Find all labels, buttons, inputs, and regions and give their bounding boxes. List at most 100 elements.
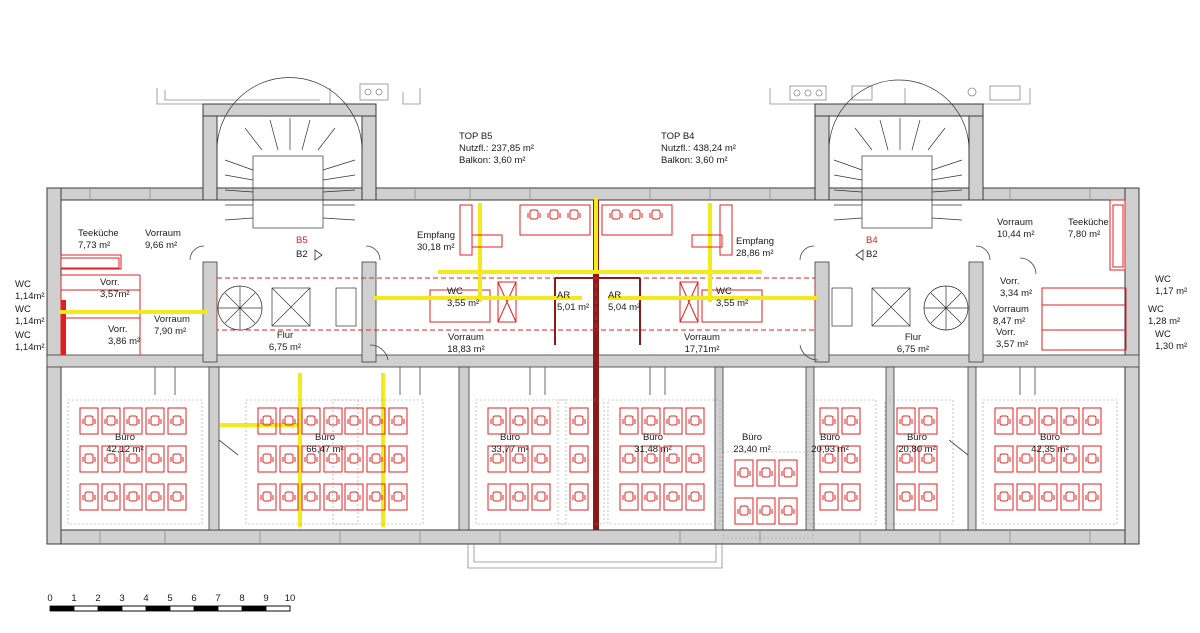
desks-buero-2a-chair [282,415,296,426]
desks-buero-2b-chair [369,453,383,464]
desks-buero-4-chair [622,491,636,502]
desks-buero-4-desk [641,407,661,435]
kitchen-counter-left [60,257,120,269]
desks-buero-1-chair [104,453,118,464]
desks-buero-2a-chair [260,491,274,502]
chair-meeting-right [609,209,623,220]
desks-buero-8-chair [1063,491,1077,502]
desks-buero-2b-chair [369,415,383,426]
room-label-buero-1-name: Büro [115,432,135,443]
desks-buero-8-chair [1019,453,1033,464]
desks-buero-2b-chair [391,415,405,426]
desks-buero-2b-desk [344,483,364,511]
desks-buero-5-desk [778,497,798,525]
desks-buero-2a-chair [282,491,296,502]
reception-desk-left [459,204,473,256]
desks-buero-1-chair [126,453,140,464]
scale-tick-label: 1 [71,593,76,604]
desks-buero-5-desk [734,497,754,525]
desks-buero-8-chair [1019,491,1033,502]
scale-segment [146,606,170,611]
room-label-vorr-l1-area: 3,57m² [100,289,130,300]
desks-buero-2b-chair [391,491,405,502]
reception-desk-right [719,204,733,256]
scale-tick-label: 2 [95,593,100,604]
desks-buero-5-desk [734,459,754,487]
room-label-flur-r-name: Flur [905,332,921,343]
desks-buero-1-desk [145,445,165,473]
desks-buero-4-desk [663,445,683,473]
desks-buero-1-desk [101,407,121,435]
scale-tick-label: 8 [239,593,244,604]
room-label-buero-5-area: 23,40 m² [733,444,771,455]
desks-buero-3a-chair [490,453,504,464]
desks-buero-1-chair [104,491,118,502]
desks-buero-3a-chair [512,415,526,426]
scale-segment [217,605,243,612]
desks-buero-6-chair [822,415,836,426]
desks-buero-4-desk [663,407,683,435]
desks-buero-4-chair [666,491,680,502]
room-label-buero-8-name: Büro [1040,432,1060,443]
desks-buero-3a-desk [487,407,507,435]
room-label-wc-r1-area: 1,17 m² [1155,286,1187,297]
desks-buero-5-chair [759,467,773,478]
scale-segment [50,606,74,611]
room-label-wc-cl-area: 3,55 m² [447,298,479,309]
desks-buero-3a-chair [534,491,548,502]
room-label-teekueche-r-area: 7,80 m² [1068,229,1100,240]
room-label-wc-l2-name: WC [15,304,31,315]
desks-buero-8-desk [1016,407,1036,435]
room-label-empfang-l-area: 30,18 m² [417,242,455,253]
desks-buero-5-chair [737,505,751,516]
desks-buero-2b-desk [388,483,408,511]
room-label-buero-4-name: Büro [643,432,663,443]
room-label-empfang-r-name: Empfang [736,236,774,247]
desks-buero-1-chair [170,491,184,502]
desks-buero-4-chair [688,415,702,426]
desks-buero-4-desk [641,483,661,511]
desks-buero-6-desk [841,407,861,435]
desks-buero-7-chair [921,453,935,464]
desks-buero-5-chair [737,467,751,478]
desks-buero-2b-desk [344,407,364,435]
room-label-vorr-r2-name: Vorr. [996,327,1016,338]
desks-buero-4-chair [666,453,680,464]
room-label-teekueche-r-name: Teeküche [1068,217,1109,228]
room-label-wc-l1-name: WC [15,279,31,290]
desks-buero-2b-chair [391,453,405,464]
desks-buero-6-chair [844,453,858,464]
kitchen-counter-right [1112,204,1124,268]
desks-buero-2a-chair [304,491,318,502]
desks-buero-2b-desk [388,407,408,435]
desks-buero-7-desk [918,483,938,511]
desks-buero-5-desk [756,497,776,525]
desks-buero-8-chair [1041,453,1055,464]
room-label-vorr-r1-name: Vorr. [1000,276,1020,287]
desks-buero-8-chair [997,415,1011,426]
chair-meeting-right [629,209,643,220]
desks-buero-8-chair [1085,415,1099,426]
chair-meeting-right [649,209,663,220]
desks-buero-8-chair [997,491,1011,502]
desks-buero-4-chair [622,453,636,464]
desks-buero-4-desk [685,407,705,435]
room-label-buero-3-area: 33,77 m² [491,444,529,455]
room-label-buero-1-area: 42,12 m² [106,444,144,455]
desks-buero-7-desk [896,407,916,435]
meeting-table-right [601,204,673,236]
desks-buero-1-chair [126,491,140,502]
desks-buero-4-chair [622,415,636,426]
room-label-wc-r3-area: 1,30 m² [1155,341,1187,352]
desks-buero-1-desk [167,445,187,473]
desks-buero-1-chair [82,453,96,464]
desks-buero-3b-chair [572,415,586,426]
desks-buero-4-desk [663,483,683,511]
room-label-vorraum-tl-name: Vorraum [145,228,181,239]
desks-buero-6-desk [841,445,861,473]
scale-tick-label: 0 [47,593,52,604]
room-label-wc-l3-name: WC [15,330,31,341]
room-label-vorr-l1-name: Vorr. [100,277,120,288]
desks-buero-3a-desk [509,407,529,435]
